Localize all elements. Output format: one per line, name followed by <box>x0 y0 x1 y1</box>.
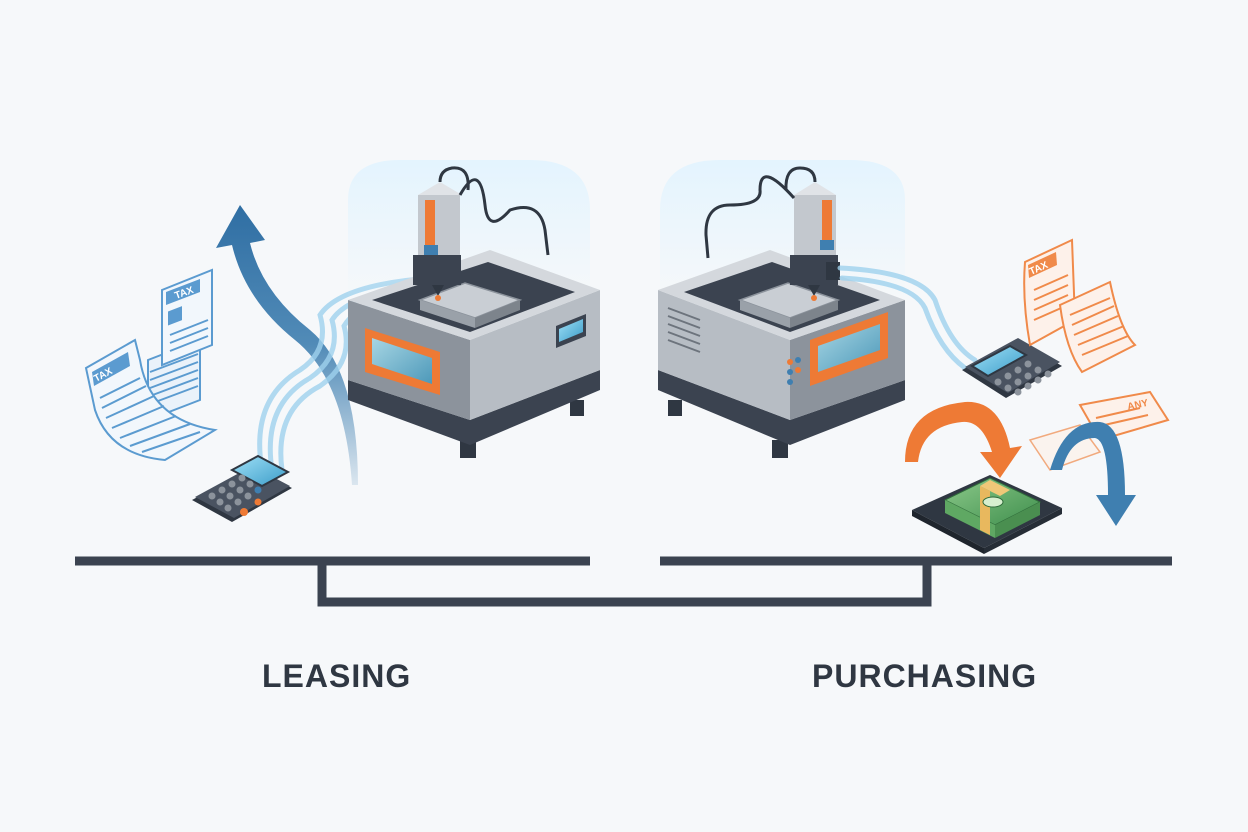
purchasing-label: PURCHASING <box>812 658 1038 694</box>
curved-arrow-icon <box>1050 421 1136 526</box>
calculator-icon <box>962 338 1062 398</box>
cnc-machine-icon <box>658 160 905 458</box>
calculator-icon <box>192 454 292 522</box>
comparison-bracket <box>75 556 1172 607</box>
cnc-machine-icon <box>348 160 600 458</box>
leasing-label: LEASING <box>262 658 412 694</box>
cash-stack-icon <box>912 475 1062 554</box>
tax-document-icon: TAX TAX <box>84 268 218 462</box>
data-flow-lines-right <box>837 265 978 371</box>
tax-document-icon: TAX ANY <box>1023 238 1170 471</box>
curved-arrow-icon <box>216 205 358 485</box>
curved-arrow-icon <box>905 401 1022 478</box>
